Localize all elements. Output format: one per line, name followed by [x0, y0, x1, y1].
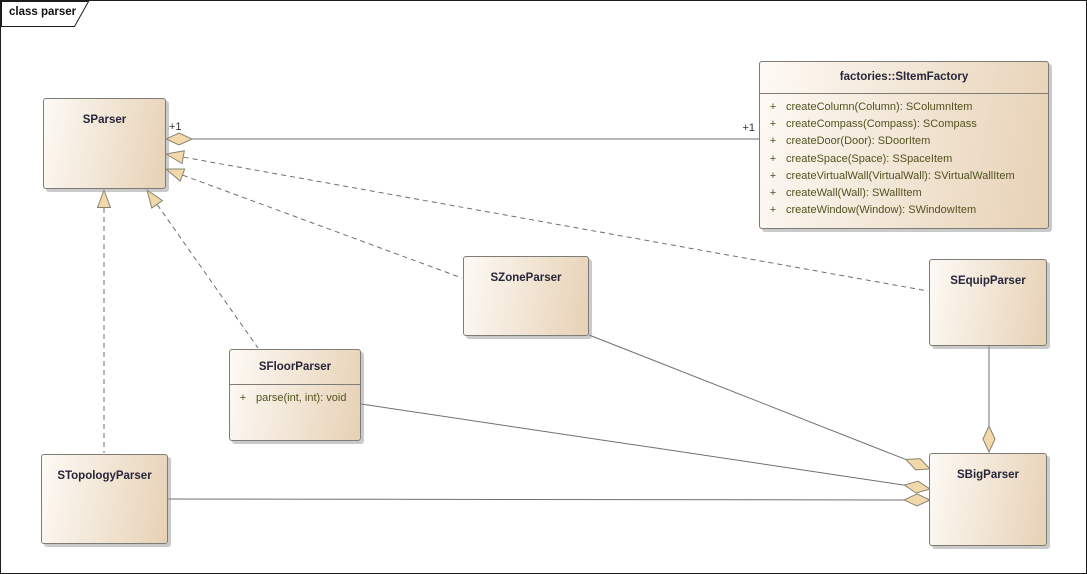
- method-list: + parse(int, int): void: [230, 385, 360, 407]
- connector-label-target: +1: [742, 122, 755, 134]
- visibility: +: [769, 118, 777, 131]
- visibility: +: [769, 101, 777, 113]
- class-box-sequipparser[interactable]: SEquipParser: [929, 259, 1047, 346]
- method-row[interactable]: + createCompass(Compass): SCompass: [760, 116, 1048, 133]
- frame-label: class parser: [9, 6, 77, 18]
- class-box-sbigparser[interactable]: SBigParser: [929, 453, 1047, 546]
- visibility: +: [769, 187, 777, 200]
- class-name: SFloorParser: [230, 350, 360, 385]
- method-list: + createColumn(Column): SColumnItem + cr…: [760, 94, 1048, 219]
- class-name: SEquipParser: [950, 275, 1026, 287]
- method-row[interactable]: + createDoor(Door): SDoorItem: [760, 133, 1048, 150]
- visibility: +: [769, 135, 777, 148]
- method-row[interactable]: + createSpace(Space): SSpaceItem: [760, 151, 1048, 168]
- signature: parse(int, int): void: [256, 392, 347, 404]
- connector-szone-sbig[interactable]: [588, 334, 930, 469]
- connector-sequip-sparser[interactable]: [166, 154, 929, 292]
- method-row[interactable]: + createWindow(Window): SWindowItem: [760, 202, 1048, 219]
- connector-sfloor-sparser[interactable]: [147, 190, 259, 349]
- signature: createSpace(Space): SSpaceItem: [786, 152, 953, 165]
- visibility: +: [769, 204, 777, 217]
- signature: createWindow(Window): SWindowItem: [786, 204, 977, 217]
- frame-tab: [1, 1, 90, 27]
- class-box-stopologyparser[interactable]: STopologyParser: [41, 454, 168, 544]
- method-row[interactable]: + createWall(Wall): SWallItem: [760, 185, 1048, 202]
- class-name: STopologyParser: [57, 470, 152, 482]
- connector-szone-sparser[interactable]: [166, 169, 463, 279]
- visibility: +: [239, 392, 247, 404]
- method-row[interactable]: + createColumn(Column): SColumnItem: [760, 99, 1048, 116]
- signature: createDoor(Door): SDoorItem: [786, 135, 931, 148]
- class-box-sparser[interactable]: SParser: [43, 98, 166, 189]
- connector-label-source: +1: [169, 121, 182, 133]
- class-name: SBigParser: [956, 469, 1019, 481]
- signature: createWall(Wall): SWallItem: [786, 187, 922, 200]
- signature: createColumn(Column): SColumnItem: [786, 101, 973, 113]
- class-name: SZoneParser: [490, 272, 562, 284]
- method-row[interactable]: + parse(int, int): void: [230, 390, 360, 407]
- class-box-szoneparser[interactable]: SZoneParser: [463, 256, 589, 336]
- class-box-sfloorparser[interactable]: SFloorParser + parse(int, int): void: [229, 349, 361, 441]
- class-box-factory[interactable]: factories::SItemFactory + createColumn(C…: [759, 61, 1049, 229]
- class-name: factories::SItemFactory: [760, 62, 1048, 94]
- visibility: +: [769, 169, 777, 182]
- signature: createVirtualWall(VirtualWall): SVirtual…: [786, 169, 1015, 182]
- connector-stopo-sbig[interactable]: [167, 499, 930, 500]
- visibility: +: [769, 152, 777, 165]
- method-row[interactable]: + createVirtualWall(VirtualWall): SVirtu…: [760, 168, 1048, 185]
- signature: createCompass(Compass): SCompass: [786, 118, 977, 131]
- connector-sfloor-sbig[interactable]: [360, 403, 930, 489]
- class-name: SParser: [82, 114, 127, 126]
